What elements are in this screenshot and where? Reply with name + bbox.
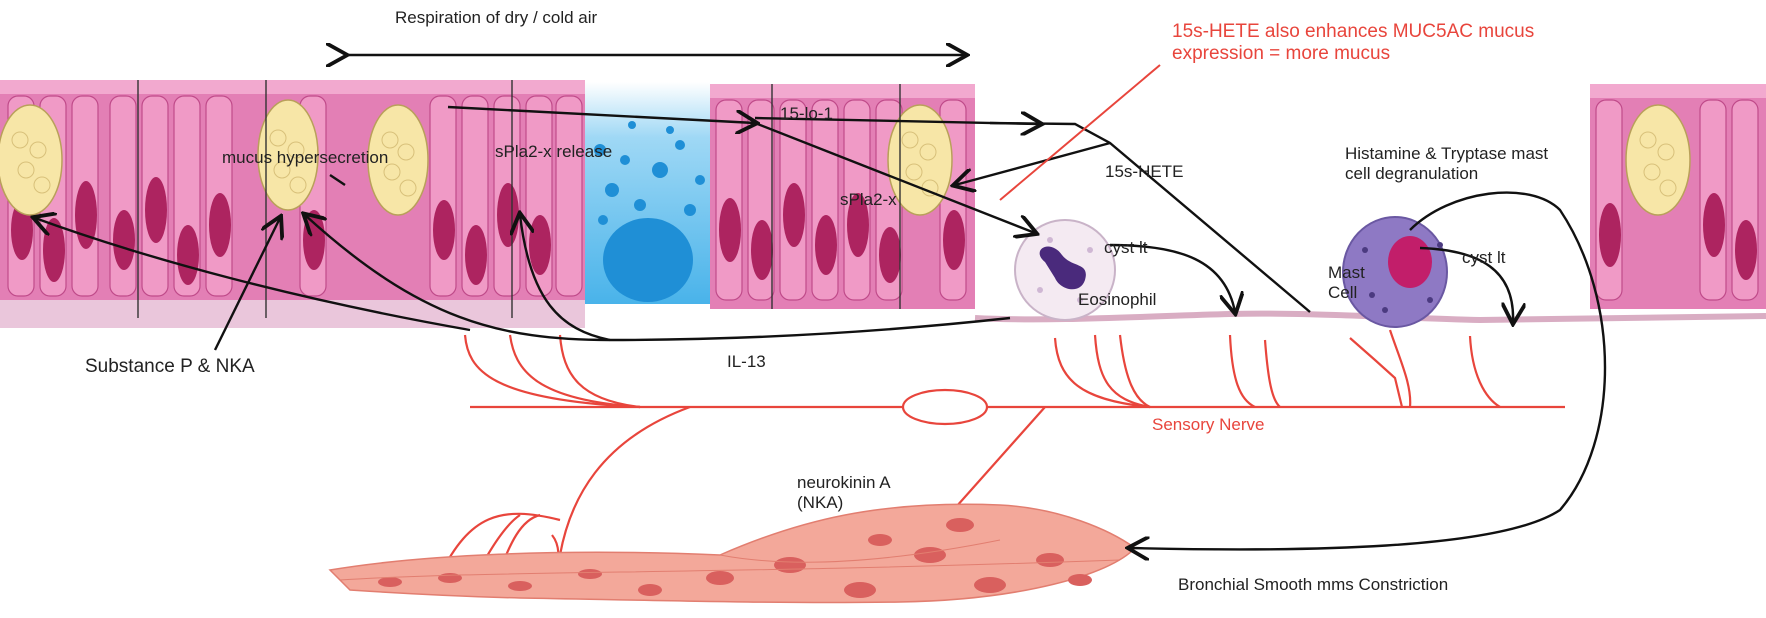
sensory-nerve-label: Sensory Nerve bbox=[1152, 415, 1264, 435]
eosinophil-label: Eosinophil bbox=[1078, 290, 1156, 310]
cyst-lt-mast-label: cyst lt bbox=[1462, 248, 1505, 268]
cyst-lt-eosinophil-label: cyst lt bbox=[1104, 238, 1147, 258]
epithelium-left bbox=[0, 80, 585, 328]
spla2x-label: sPla2-x bbox=[840, 190, 897, 210]
smooth-muscle bbox=[330, 504, 1135, 602]
epithelium-right bbox=[1590, 84, 1766, 309]
spla2-release-label: sPla2-x release bbox=[495, 142, 612, 162]
substance-p-label: Substance P & NKA bbox=[85, 356, 255, 378]
mucus-hypersecretion-label: mucus hypersecretion bbox=[222, 148, 388, 168]
nka-label: neurokinin A (NKA) bbox=[797, 473, 907, 512]
smooth-muscle-label: Bronchial Smooth mms Constriction bbox=[1178, 575, 1448, 595]
il13-label: IL-13 bbox=[727, 352, 766, 372]
histamine-label: Histamine & Tryptase mast cell degranula… bbox=[1345, 144, 1570, 183]
mast-cell-label: Mast Cell bbox=[1328, 263, 1388, 302]
hete-label: 15s-HETE bbox=[1105, 162, 1183, 182]
lo1-label: 15-lo-1 bbox=[780, 104, 833, 124]
muc5ac-annotation: 15s-HETE also enhances MUC5AC mucus expr… bbox=[1172, 21, 1572, 65]
air-title: Respiration of dry / cold air bbox=[395, 8, 597, 28]
